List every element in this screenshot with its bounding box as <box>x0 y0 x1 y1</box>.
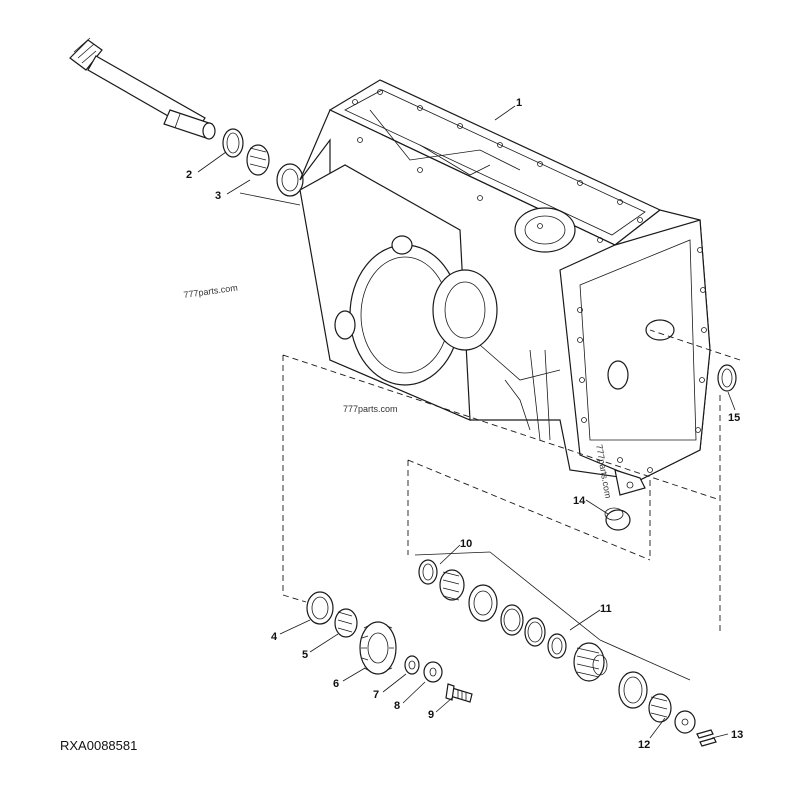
callout-11: 11 <box>600 603 612 615</box>
watermark-2: 777parts.com <box>343 404 398 414</box>
part-5-bearing-cone <box>334 608 358 638</box>
watermark-1: 777parts.com <box>183 282 238 299</box>
callout-9: 9 <box>428 709 434 721</box>
part-7-washer <box>404 655 420 675</box>
callout-14: 14 <box>573 495 586 507</box>
callout-4: 4 <box>271 631 278 643</box>
callout-3: 3 <box>215 190 221 202</box>
part-6-gear <box>359 621 397 675</box>
assembly-boundary-inner <box>282 459 651 603</box>
callout-7: 7 <box>373 689 379 701</box>
part-4-bearing-cup <box>306 591 334 625</box>
part-14-plug <box>604 507 631 531</box>
pinion-shaft <box>69 37 216 140</box>
assembly-boundary-outer <box>282 329 741 635</box>
part-1-transmission-housing <box>299 79 711 496</box>
part-8-washer <box>423 661 443 683</box>
part-10-bearing <box>439 569 465 601</box>
part-15-seal-ring <box>717 364 737 392</box>
callout-12: 12 <box>638 739 650 751</box>
callout-10: 10 <box>460 538 472 550</box>
callout-1: 1 <box>516 97 522 109</box>
part-2-snap-ring <box>222 128 244 158</box>
part-12-bearing <box>618 671 672 723</box>
part-11-bearing-set <box>468 584 608 682</box>
callout-13: 13 <box>731 729 743 741</box>
part-10-snap-ring <box>418 559 438 585</box>
callout-6: 6 <box>333 678 339 690</box>
leader-lines <box>197 105 736 739</box>
part-13-retainer-plate <box>674 710 717 747</box>
part-3-bearing <box>239 144 304 206</box>
callout-2: 2 <box>186 169 192 181</box>
figure-code: RXA0088581 <box>60 738 137 753</box>
callout-5: 5 <box>302 649 308 661</box>
callout-15: 15 <box>728 412 740 424</box>
part-9-bolt <box>445 683 473 703</box>
callout-8: 8 <box>394 700 400 712</box>
